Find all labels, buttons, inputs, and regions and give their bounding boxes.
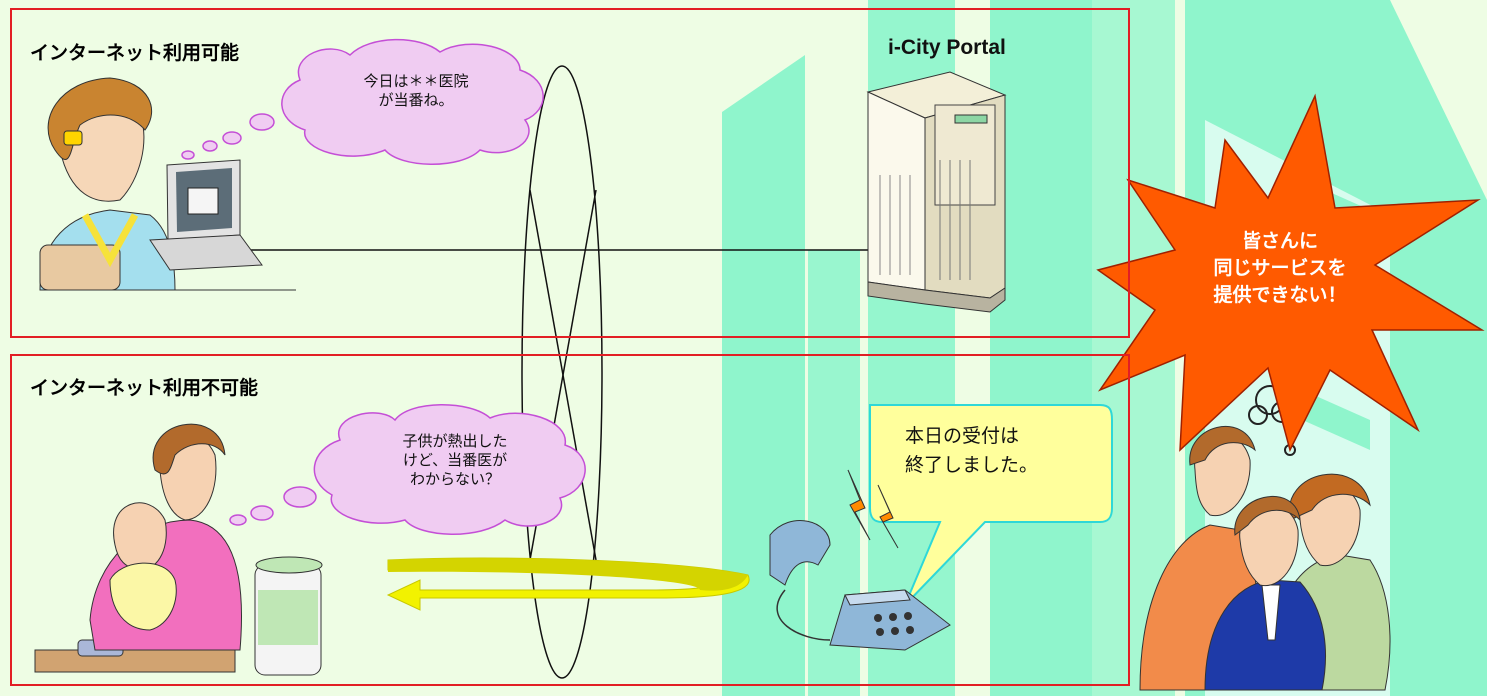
worried-people-figure (1139, 385, 1391, 691)
server-tower-illustration (866, 71, 1007, 313)
explosion-burst (1096, 93, 1485, 453)
thought-bottom-line1: 子供が熱出した (402, 432, 508, 450)
yellow-return-arrow (386, 557, 750, 611)
thought-text-top: 今日は＊＊医院 が当番ね。 (346, 72, 486, 110)
thought-text-bottom: 子供が熱出した けど、当番医が わからない？ (385, 432, 525, 489)
burst-line3: 提供できない！ (1213, 284, 1347, 306)
panel-title-available: インターネット利用可能 (30, 42, 240, 64)
speech-bubble (869, 404, 1113, 606)
panel-internet-available (10, 8, 1130, 338)
telephone-illustration (769, 469, 951, 651)
burst-line1: 皆さんに (1241, 230, 1318, 252)
mother-on-phone-figure (34, 423, 323, 676)
thought-bottom-line3: わからない？ (409, 470, 500, 488)
burst-line2: 同じサービスを (1213, 257, 1347, 279)
thought-bottom-line2: けど、当番医が (402, 451, 508, 469)
woman-with-laptop-figure (39, 77, 296, 291)
panel-title-unavailable: インターネット利用不可能 (30, 377, 259, 399)
thought-bubble-bottom (229, 404, 586, 535)
panel-internet-unavailable (10, 354, 1130, 686)
thought-bubble-top (181, 38, 544, 165)
speech-text: 本日の受付は 終了しました。 (905, 422, 1038, 480)
speech-line2: 終了しました。 (905, 454, 1039, 476)
speech-line1: 本日の受付は (905, 425, 1020, 447)
burst-text: 皆さんに 同じサービスを 提供できない！ (1185, 228, 1375, 309)
thought-top-line1: 今日は＊＊医院 (363, 72, 469, 90)
server-label: i-City Portal (888, 36, 1006, 59)
thought-top-line2: が当番ね。 (378, 91, 454, 109)
